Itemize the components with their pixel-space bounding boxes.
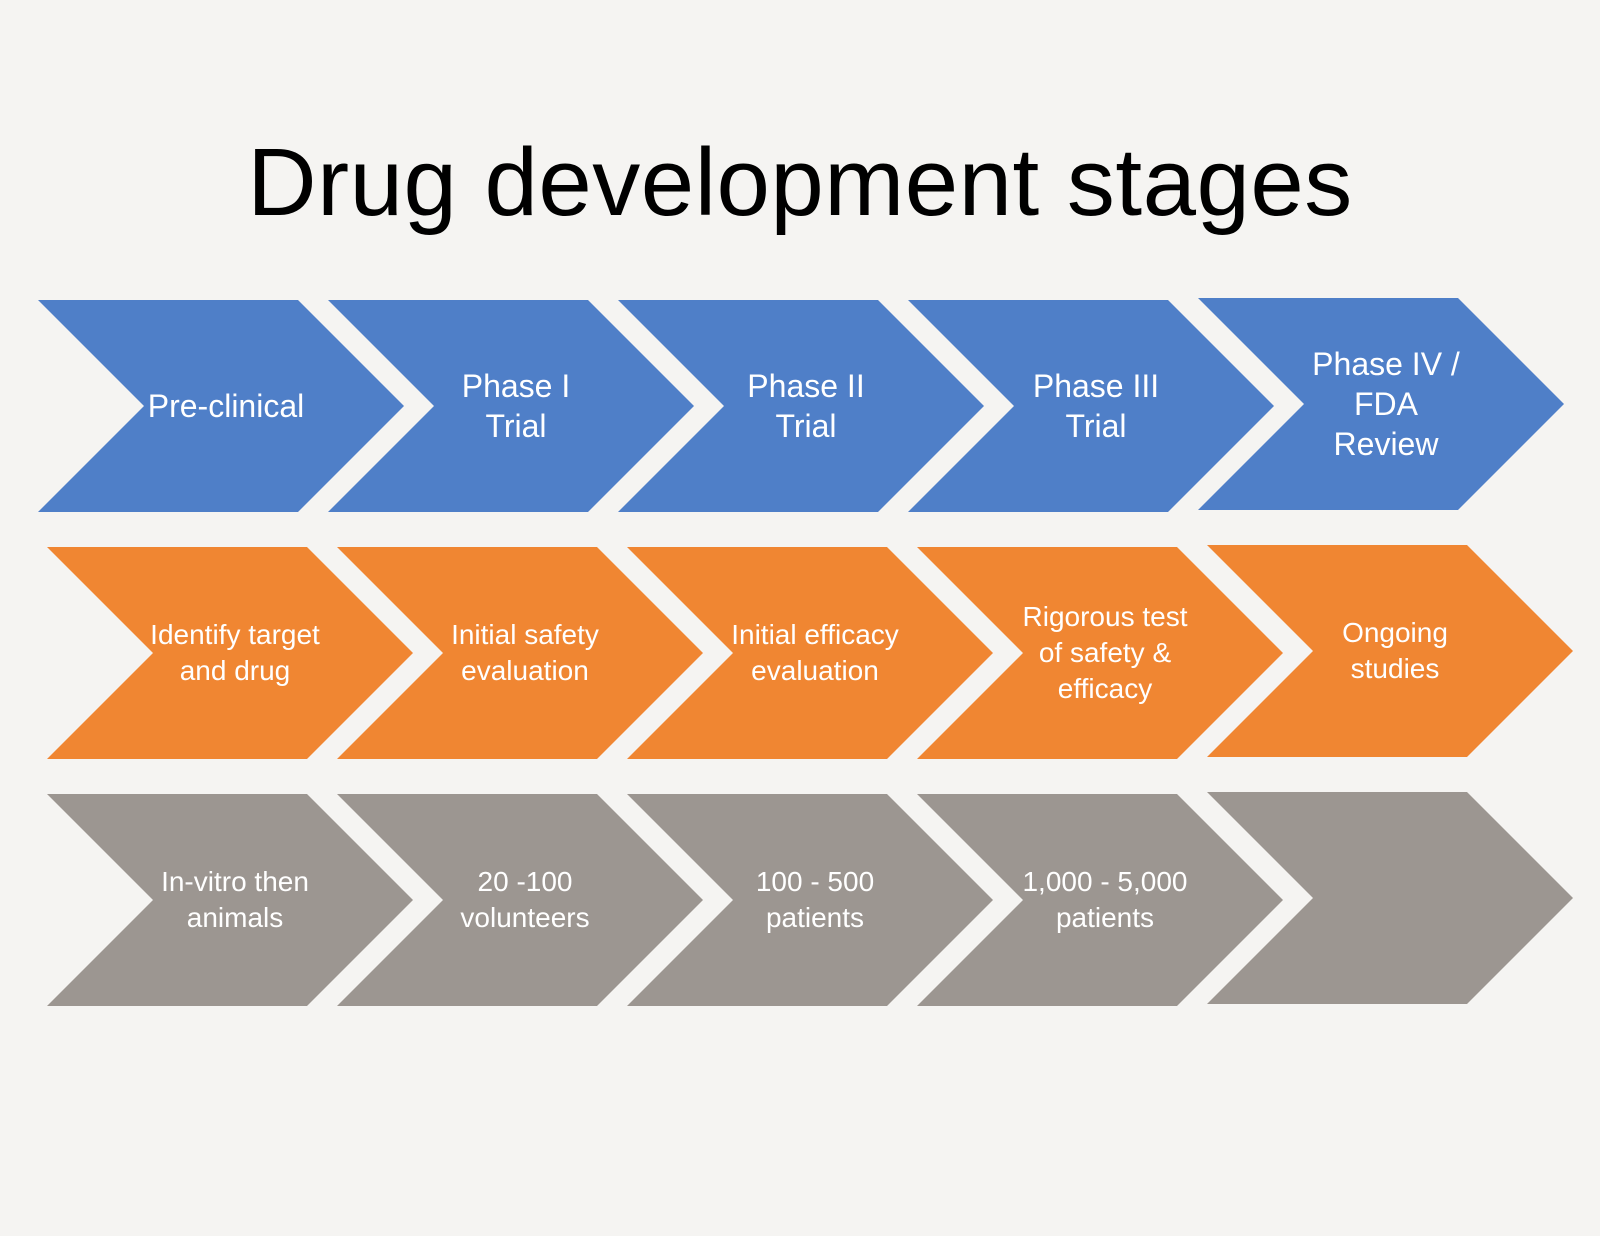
purpose-row: Identify target and drug Initial safety … (0, 545, 1600, 759)
subjects-label: 100 - 500 patients (755, 866, 875, 933)
subjects-chevron: In-vitro then animals (47, 794, 413, 1006)
purpose-label: Initial safety evaluation (451, 619, 599, 686)
stage-label: Phase II Trial (747, 368, 865, 444)
stage-row: Pre-clinical Phase I Trial Phase II Tria… (0, 298, 1600, 512)
stage-label: Phase IV / FDA Review (1312, 346, 1460, 462)
subjects-label (1303, 792, 1487, 1004)
subjects-label: 1,000 - 5,000 patients (1022, 866, 1188, 933)
subjects-row: In-vitro then animals 20 -100 volunteers… (0, 792, 1600, 1006)
purpose-label: Initial efficacy evaluation (731, 619, 899, 686)
subjects-label: In-vitro then animals (161, 866, 309, 933)
stage-chevron: Pre-clinical (38, 300, 404, 512)
stage-label: Phase I Trial (461, 368, 571, 444)
purpose-label: Rigorous test of safety & efficacy (1022, 601, 1188, 704)
purpose-chevron: Identify target and drug (47, 547, 413, 759)
subjects-label: 20 -100 volunteers (460, 866, 590, 933)
page-title: Drug development stages (247, 129, 1353, 236)
stage-label: Pre-clinical (147, 388, 305, 424)
purpose-label: Ongoing studies (1342, 617, 1448, 684)
stage-label: Phase III Trial (1032, 368, 1160, 444)
purpose-label: Identify target and drug (150, 619, 320, 686)
